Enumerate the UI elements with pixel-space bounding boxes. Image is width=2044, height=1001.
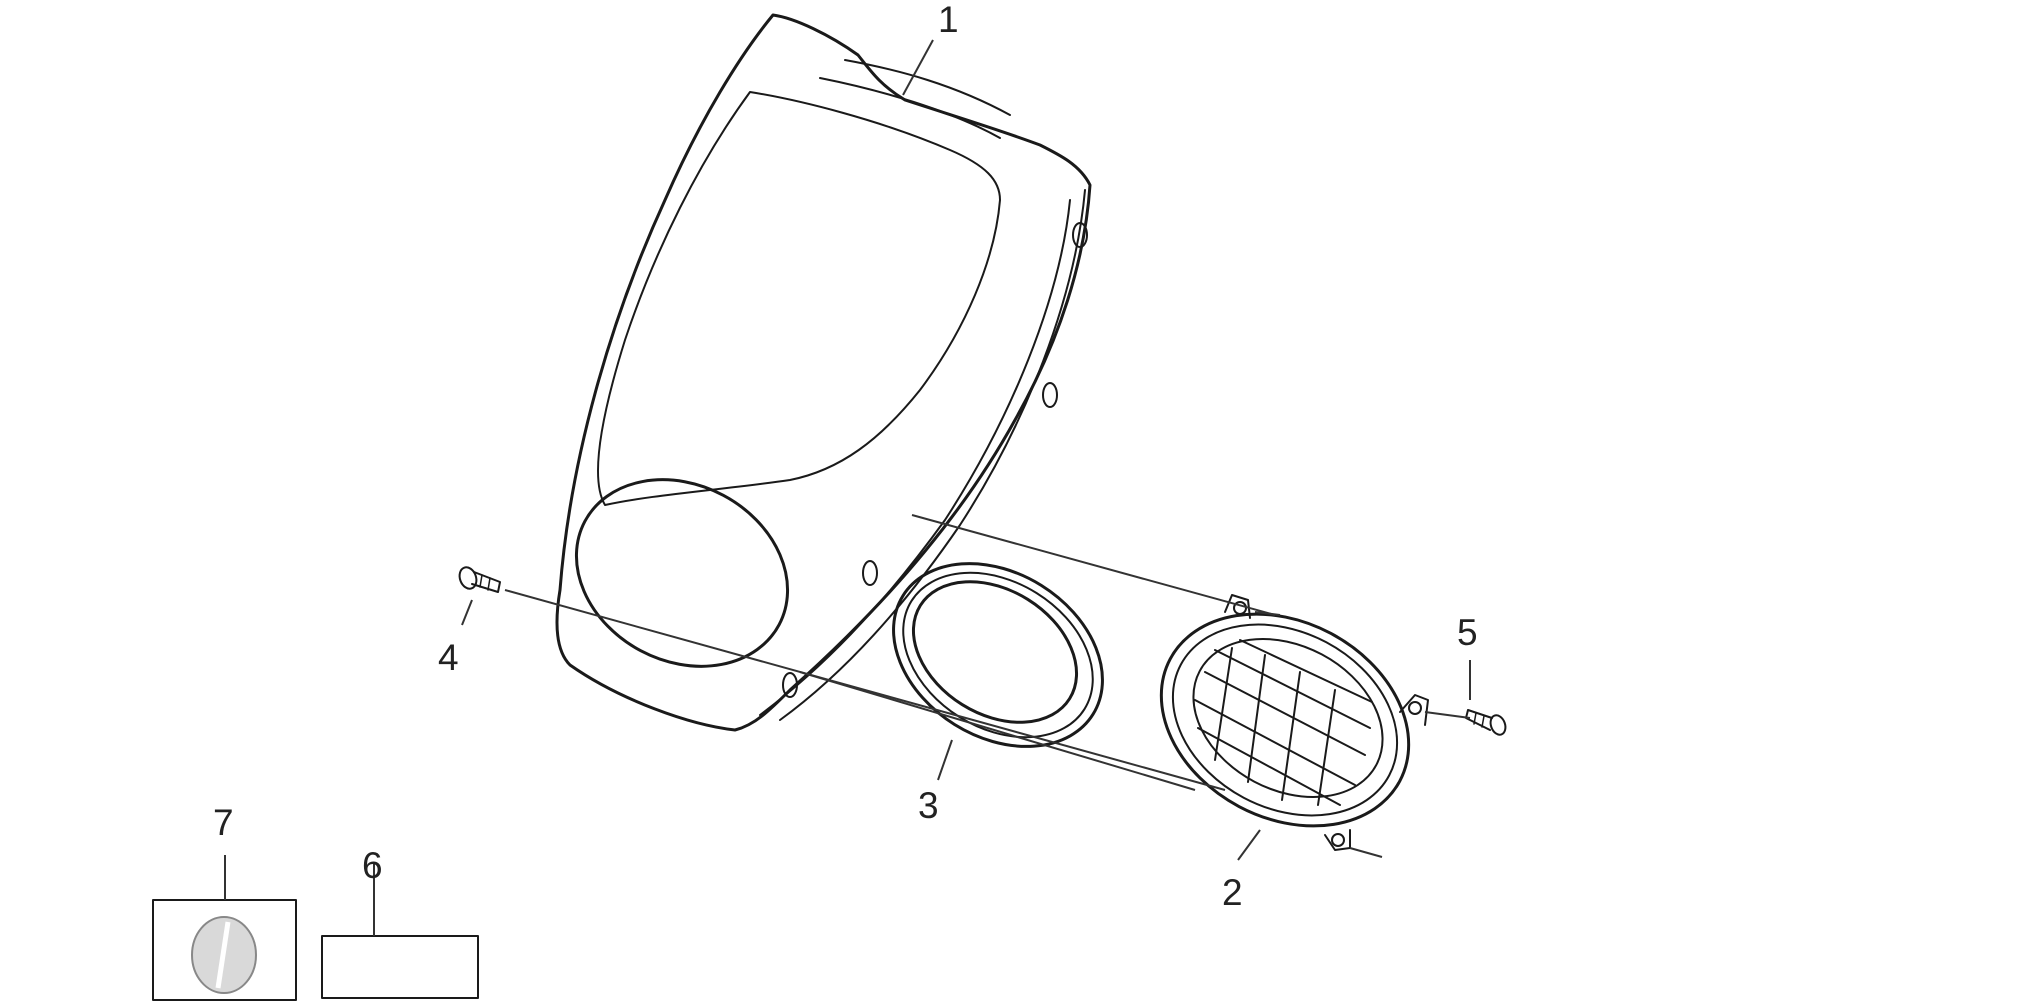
part-7-knob-box[interactable] — [152, 899, 297, 1001]
part-5-screw[interactable] — [1465, 709, 1508, 737]
callout-6: 6 — [362, 845, 383, 886]
part-2-grille[interactable] — [1124, 572, 1446, 867]
callout-leaders — [224, 39, 1471, 936]
callout-4: 4 — [438, 637, 459, 678]
part-4-screw[interactable] — [457, 565, 501, 593]
callout-7: 7 — [213, 802, 234, 843]
part-6-label-box[interactable] — [321, 935, 479, 999]
grille-lattice — [1194, 639, 1373, 806]
callout-2: 2 — [1222, 872, 1243, 913]
callout-5: 5 — [1457, 612, 1478, 653]
part-1-fairing[interactable] — [544, 13, 1092, 732]
callout-1: 1 — [938, 0, 959, 40]
alignment-lines — [504, 514, 1471, 858]
part-3-gasket-ring[interactable] — [860, 526, 1137, 784]
callout-3: 3 — [918, 785, 939, 826]
